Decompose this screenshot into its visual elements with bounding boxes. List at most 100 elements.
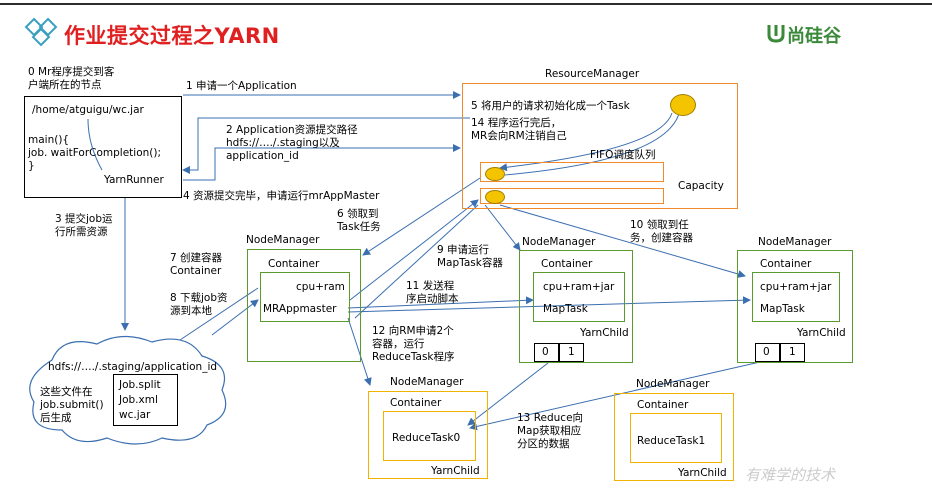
step13-line2: Map获取相应	[517, 425, 582, 437]
hdfs-file-split: Job.split	[119, 379, 161, 391]
nm2-label: NodeManager	[522, 236, 596, 248]
page-title: 作业提交过程之YARN	[64, 24, 280, 48]
nm3-partition-1	[780, 343, 805, 362]
nm5-container	[630, 413, 722, 463]
nm4-box	[368, 391, 488, 479]
hdfs-note-line2: job.submit()	[40, 399, 104, 411]
resource-manager-box	[462, 83, 738, 209]
nm2-yarnchild: YarnChild	[580, 327, 629, 339]
hdfs-note-line3: 后生成	[40, 412, 72, 424]
step6-line1: 6 领取到	[337, 208, 379, 220]
hdfs-note-line1: 这些文件在	[40, 386, 93, 398]
nm5-yarnchild: YarnChild	[678, 467, 727, 479]
step11-line1: 11 发送程	[406, 280, 455, 292]
code-line1: main(){	[28, 134, 70, 146]
nm3-partition-1-label: 1	[789, 346, 796, 358]
nm3-partition-0	[755, 343, 780, 362]
step12-line2: 容器，运行	[372, 338, 425, 350]
nm1-cpu-ram: cpu+ram	[296, 281, 345, 293]
step12-line3: ReduceTask程序	[372, 351, 455, 363]
step8-line1: 8 下载job资	[170, 292, 228, 304]
step5-label: 5 将用户的请求初始化成一个Task	[471, 100, 630, 112]
nm2-cpu-ram-jar: cpu+ram+jar	[543, 281, 615, 293]
yarnrunner-label: YarnRunner	[104, 174, 164, 186]
hdfs-path: hdfs://…./.staging/application_id	[48, 361, 218, 373]
nm4-yarnchild: YarnChild	[431, 465, 480, 477]
step3-line2: 行所需资源	[55, 226, 108, 238]
step8-line2: 源到本地	[170, 305, 212, 317]
step3-line1: 3 提交job运	[55, 213, 113, 225]
nm3-maptask: MapTask	[760, 303, 805, 315]
step9-line1: 9 申请运行	[437, 244, 490, 256]
nm3-yarnchild: YarnChild	[797, 327, 846, 339]
nm2-partition-0	[534, 343, 559, 362]
nm5-label: NodeManager	[636, 378, 710, 390]
watermark: 有难学的技术	[745, 466, 836, 484]
step6-line2: Task任务	[337, 221, 381, 233]
nm3-label: NodeManager	[758, 236, 832, 248]
logo-diamonds-icon	[24, 17, 58, 47]
step0-line1: 0 Mr程序提交到客	[28, 66, 115, 78]
nm4-container	[383, 411, 476, 461]
nm2-container	[533, 272, 625, 322]
mrappmaster-label: MRAppmaster	[263, 303, 337, 315]
nm2-partition-0-label: 0	[542, 346, 549, 358]
step2-line1: 2 Application资源提交路径	[226, 124, 358, 136]
nm3-partition-0-label: 0	[763, 346, 770, 358]
fifo-queue-label: FIFO调度队列	[590, 149, 656, 161]
brand-logo-icon	[767, 25, 785, 43]
hdfs-files-box	[113, 374, 178, 426]
step13-line1: 13 Reduce向	[517, 412, 584, 424]
step12-line1: 12 向RM申请2个	[372, 325, 454, 337]
nm2-box	[519, 250, 633, 363]
nm1-label: NodeManager	[246, 234, 320, 246]
step4-label: 4 资源提交完毕，申请运行mrAppMaster	[183, 190, 380, 202]
queue-slot-2	[480, 188, 664, 204]
jar-to-runner-arrow	[87, 118, 103, 171]
capacity-label: Capacity	[678, 180, 724, 192]
resource-manager-title: ResourceManager	[545, 68, 640, 80]
nm3-container-label: Container	[760, 258, 812, 270]
code-line3: }	[28, 160, 35, 172]
hdfs-file-xml: Job.xml	[119, 394, 158, 406]
queued-task-2	[485, 190, 505, 204]
nm5-container-label: Container	[637, 399, 689, 411]
nm2-maptask: MapTask	[543, 303, 588, 315]
queued-task-1	[485, 167, 505, 181]
queue-slot-1	[480, 162, 664, 182]
reducetask0-label: ReduceTask0	[392, 432, 461, 444]
step9-line2: MapTask容器	[437, 257, 503, 269]
reducetask1-label: ReduceTask1	[637, 435, 706, 447]
nm2-partition-1-label: 1	[568, 346, 575, 358]
nm1-container	[260, 272, 350, 322]
nm1-container-label: Container	[268, 258, 320, 270]
task-ellipse	[670, 94, 696, 116]
step7-line2: Container	[170, 265, 222, 277]
nm2-partition-1	[559, 343, 584, 362]
header-rule	[0, 3, 932, 5]
step2-line3: application_id	[226, 150, 299, 162]
step14-line1: 14 程序运行完后，	[471, 117, 562, 129]
hdfs-cloud-icon	[29, 335, 227, 445]
jar-path: /home/atguigu/wc.jar	[32, 104, 144, 116]
nm4-label: NodeManager	[390, 376, 464, 388]
nm1-box	[247, 249, 361, 362]
step14-line2: MR会向RM注销自己	[471, 130, 567, 142]
step11-line2: 序启动脚本	[406, 293, 459, 305]
nm5-box	[614, 393, 734, 481]
step10-line2: 务，创建容器	[630, 232, 693, 244]
step1-label: 1 申请一个Application	[186, 80, 297, 92]
client-node	[24, 96, 182, 198]
nm4-container-label: Container	[390, 397, 442, 409]
nm3-cpu-ram-jar: cpu+ram+jar	[760, 281, 832, 293]
brand-name: 尚硅谷	[787, 26, 841, 47]
step13-line3: 分区的数据	[517, 438, 570, 450]
step0-line2: 户端所在的节点	[28, 79, 102, 91]
nm3-container	[752, 272, 840, 322]
step2-line2: hdfs://…./.staging以及	[226, 137, 340, 149]
step10-line1: 10 领取到任	[630, 219, 689, 231]
nm3-box	[737, 250, 853, 363]
hdfs-file-jar: wc.jar	[119, 409, 151, 421]
nm2-container-label: Container	[541, 258, 593, 270]
